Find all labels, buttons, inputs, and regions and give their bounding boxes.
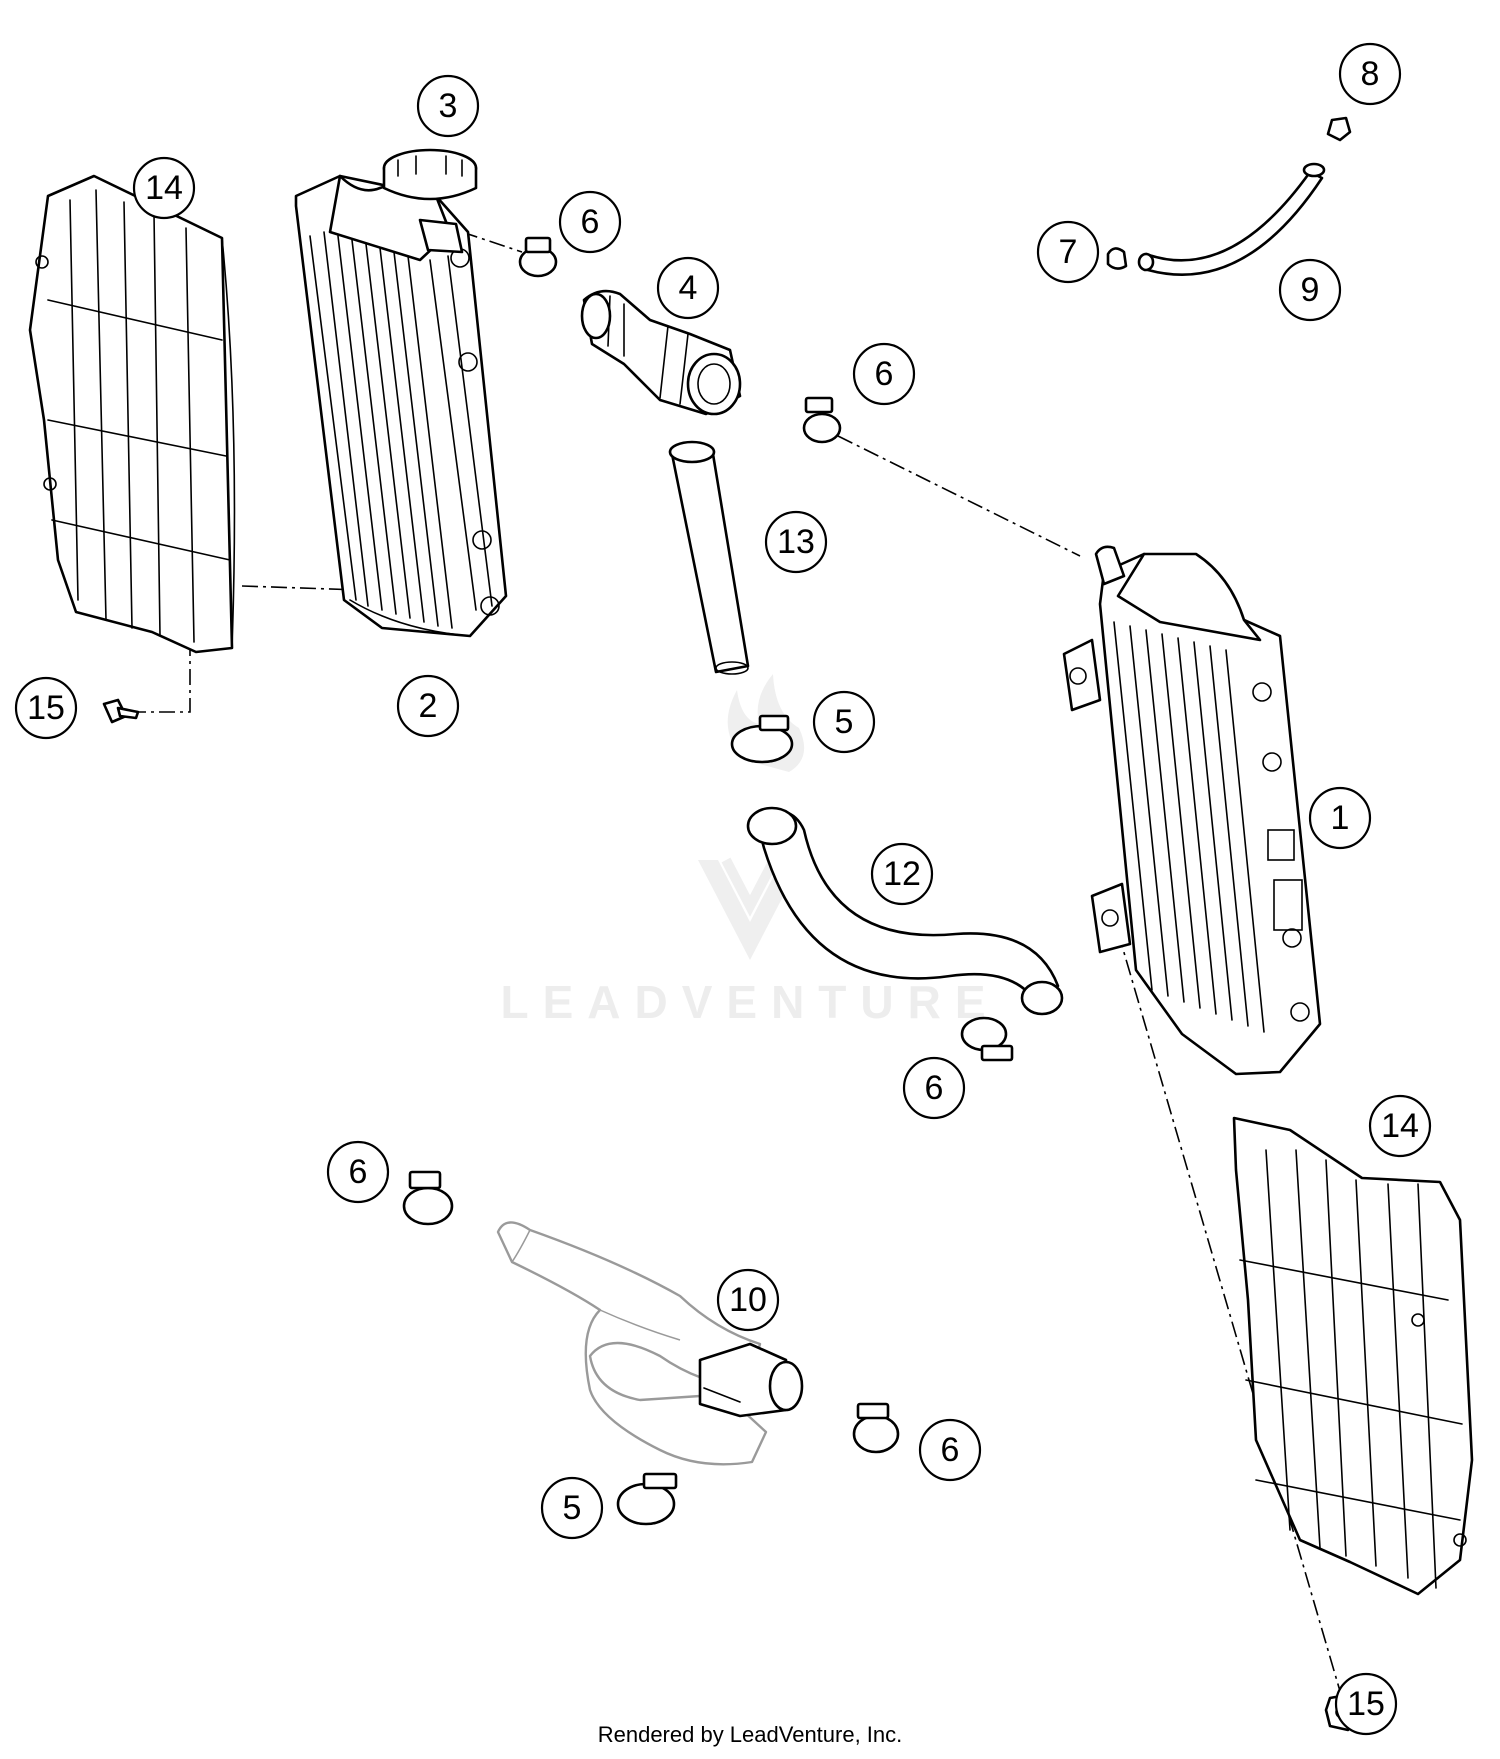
vent-hose-group bbox=[1106, 116, 1352, 276]
radiator-cap bbox=[382, 148, 478, 201]
callout-6-mid-upper-label: 6 bbox=[875, 355, 894, 393]
callout-8: 8 bbox=[1338, 42, 1402, 106]
callout-10: 10 bbox=[716, 1268, 780, 1332]
callout-1: 1 bbox=[1308, 786, 1372, 850]
callout-13: 13 bbox=[764, 510, 828, 574]
callout-14-lower-label: 14 bbox=[1381, 1107, 1419, 1145]
callout-15-upper-label: 15 bbox=[27, 689, 65, 727]
callout-9-label: 9 bbox=[1301, 271, 1320, 309]
callout-4-label: 4 bbox=[679, 269, 698, 307]
callout-4: 4 bbox=[656, 256, 720, 320]
callout-6-mid-lower: 6 bbox=[902, 1056, 966, 1120]
rendered-by-credit: Rendered by LeadVenture, Inc. bbox=[597, 1722, 903, 1747]
callout-5-upper: 5 bbox=[812, 690, 876, 754]
curved-hose bbox=[746, 806, 1064, 1016]
filler-neck bbox=[418, 218, 464, 254]
callout-3-label: 3 bbox=[439, 87, 458, 125]
callout-7-label: 7 bbox=[1059, 233, 1078, 271]
callout-15-lower-label: 15 bbox=[1347, 1685, 1385, 1723]
small-clamp bbox=[1106, 247, 1128, 270]
callout-5-lower: 5 bbox=[540, 1476, 604, 1540]
vent-hose bbox=[1144, 170, 1324, 276]
callout-8-label: 8 bbox=[1361, 55, 1380, 93]
callout-7: 7 bbox=[1036, 220, 1100, 284]
callout-1-label: 1 bbox=[1331, 799, 1350, 837]
radiator-right bbox=[1062, 545, 1322, 1076]
callout-9: 9 bbox=[1278, 258, 1342, 322]
thermostat-junction bbox=[580, 289, 742, 416]
vent-hose-fitting bbox=[1326, 116, 1352, 142]
callout-6-lower-left-label: 6 bbox=[349, 1153, 368, 1191]
radiator-shroud-left bbox=[28, 174, 236, 654]
hose-clamp-mid-upper bbox=[802, 396, 842, 444]
callout-14-upper-label: 14 bbox=[145, 169, 183, 207]
radiator-shroud-right bbox=[1232, 1116, 1474, 1596]
hose-clamp-upper-left bbox=[518, 236, 558, 278]
hose-clamp-lower-left bbox=[402, 1170, 454, 1226]
screw-upper-left bbox=[102, 698, 140, 724]
callout-5-upper-label: 5 bbox=[835, 703, 854, 741]
callout-10-label: 10 bbox=[729, 1281, 767, 1319]
callout-6-upper-left-label: 6 bbox=[581, 203, 600, 241]
straight-hose bbox=[668, 440, 750, 675]
callout-14-upper: 14 bbox=[132, 156, 196, 220]
callout-6-lower-left: 6 bbox=[326, 1140, 390, 1204]
hose-clamp-mid bbox=[730, 714, 794, 764]
callout-6-lower-right-label: 6 bbox=[941, 1431, 960, 1469]
callout-3: 3 bbox=[416, 74, 480, 138]
hose-clamp-lower bbox=[616, 1472, 678, 1526]
watermark-text: LEADVENTURE bbox=[500, 976, 999, 1028]
callout-5-lower-label: 5 bbox=[563, 1489, 582, 1527]
callout-14-lower: 14 bbox=[1368, 1094, 1432, 1158]
callout-15-lower: 15 bbox=[1334, 1672, 1398, 1736]
callout-15-upper: 15 bbox=[14, 676, 78, 740]
callout-13-label: 13 bbox=[777, 523, 815, 561]
hose-clamp-mid-lower bbox=[960, 1016, 1014, 1062]
callout-12: 12 bbox=[870, 842, 934, 906]
callout-2: 2 bbox=[396, 674, 460, 738]
callout-12-label: 12 bbox=[883, 855, 921, 893]
callout-2-label: 2 bbox=[419, 687, 438, 725]
radiator-left bbox=[294, 174, 508, 638]
callout-6-mid-upper: 6 bbox=[852, 342, 916, 406]
callout-6-mid-lower-label: 6 bbox=[925, 1069, 944, 1107]
lower-hose bbox=[496, 1221, 804, 1466]
hose-clamp-lower-right bbox=[852, 1402, 900, 1454]
callout-6-upper-left: 6 bbox=[558, 190, 622, 254]
callout-6-lower-right: 6 bbox=[918, 1418, 982, 1482]
